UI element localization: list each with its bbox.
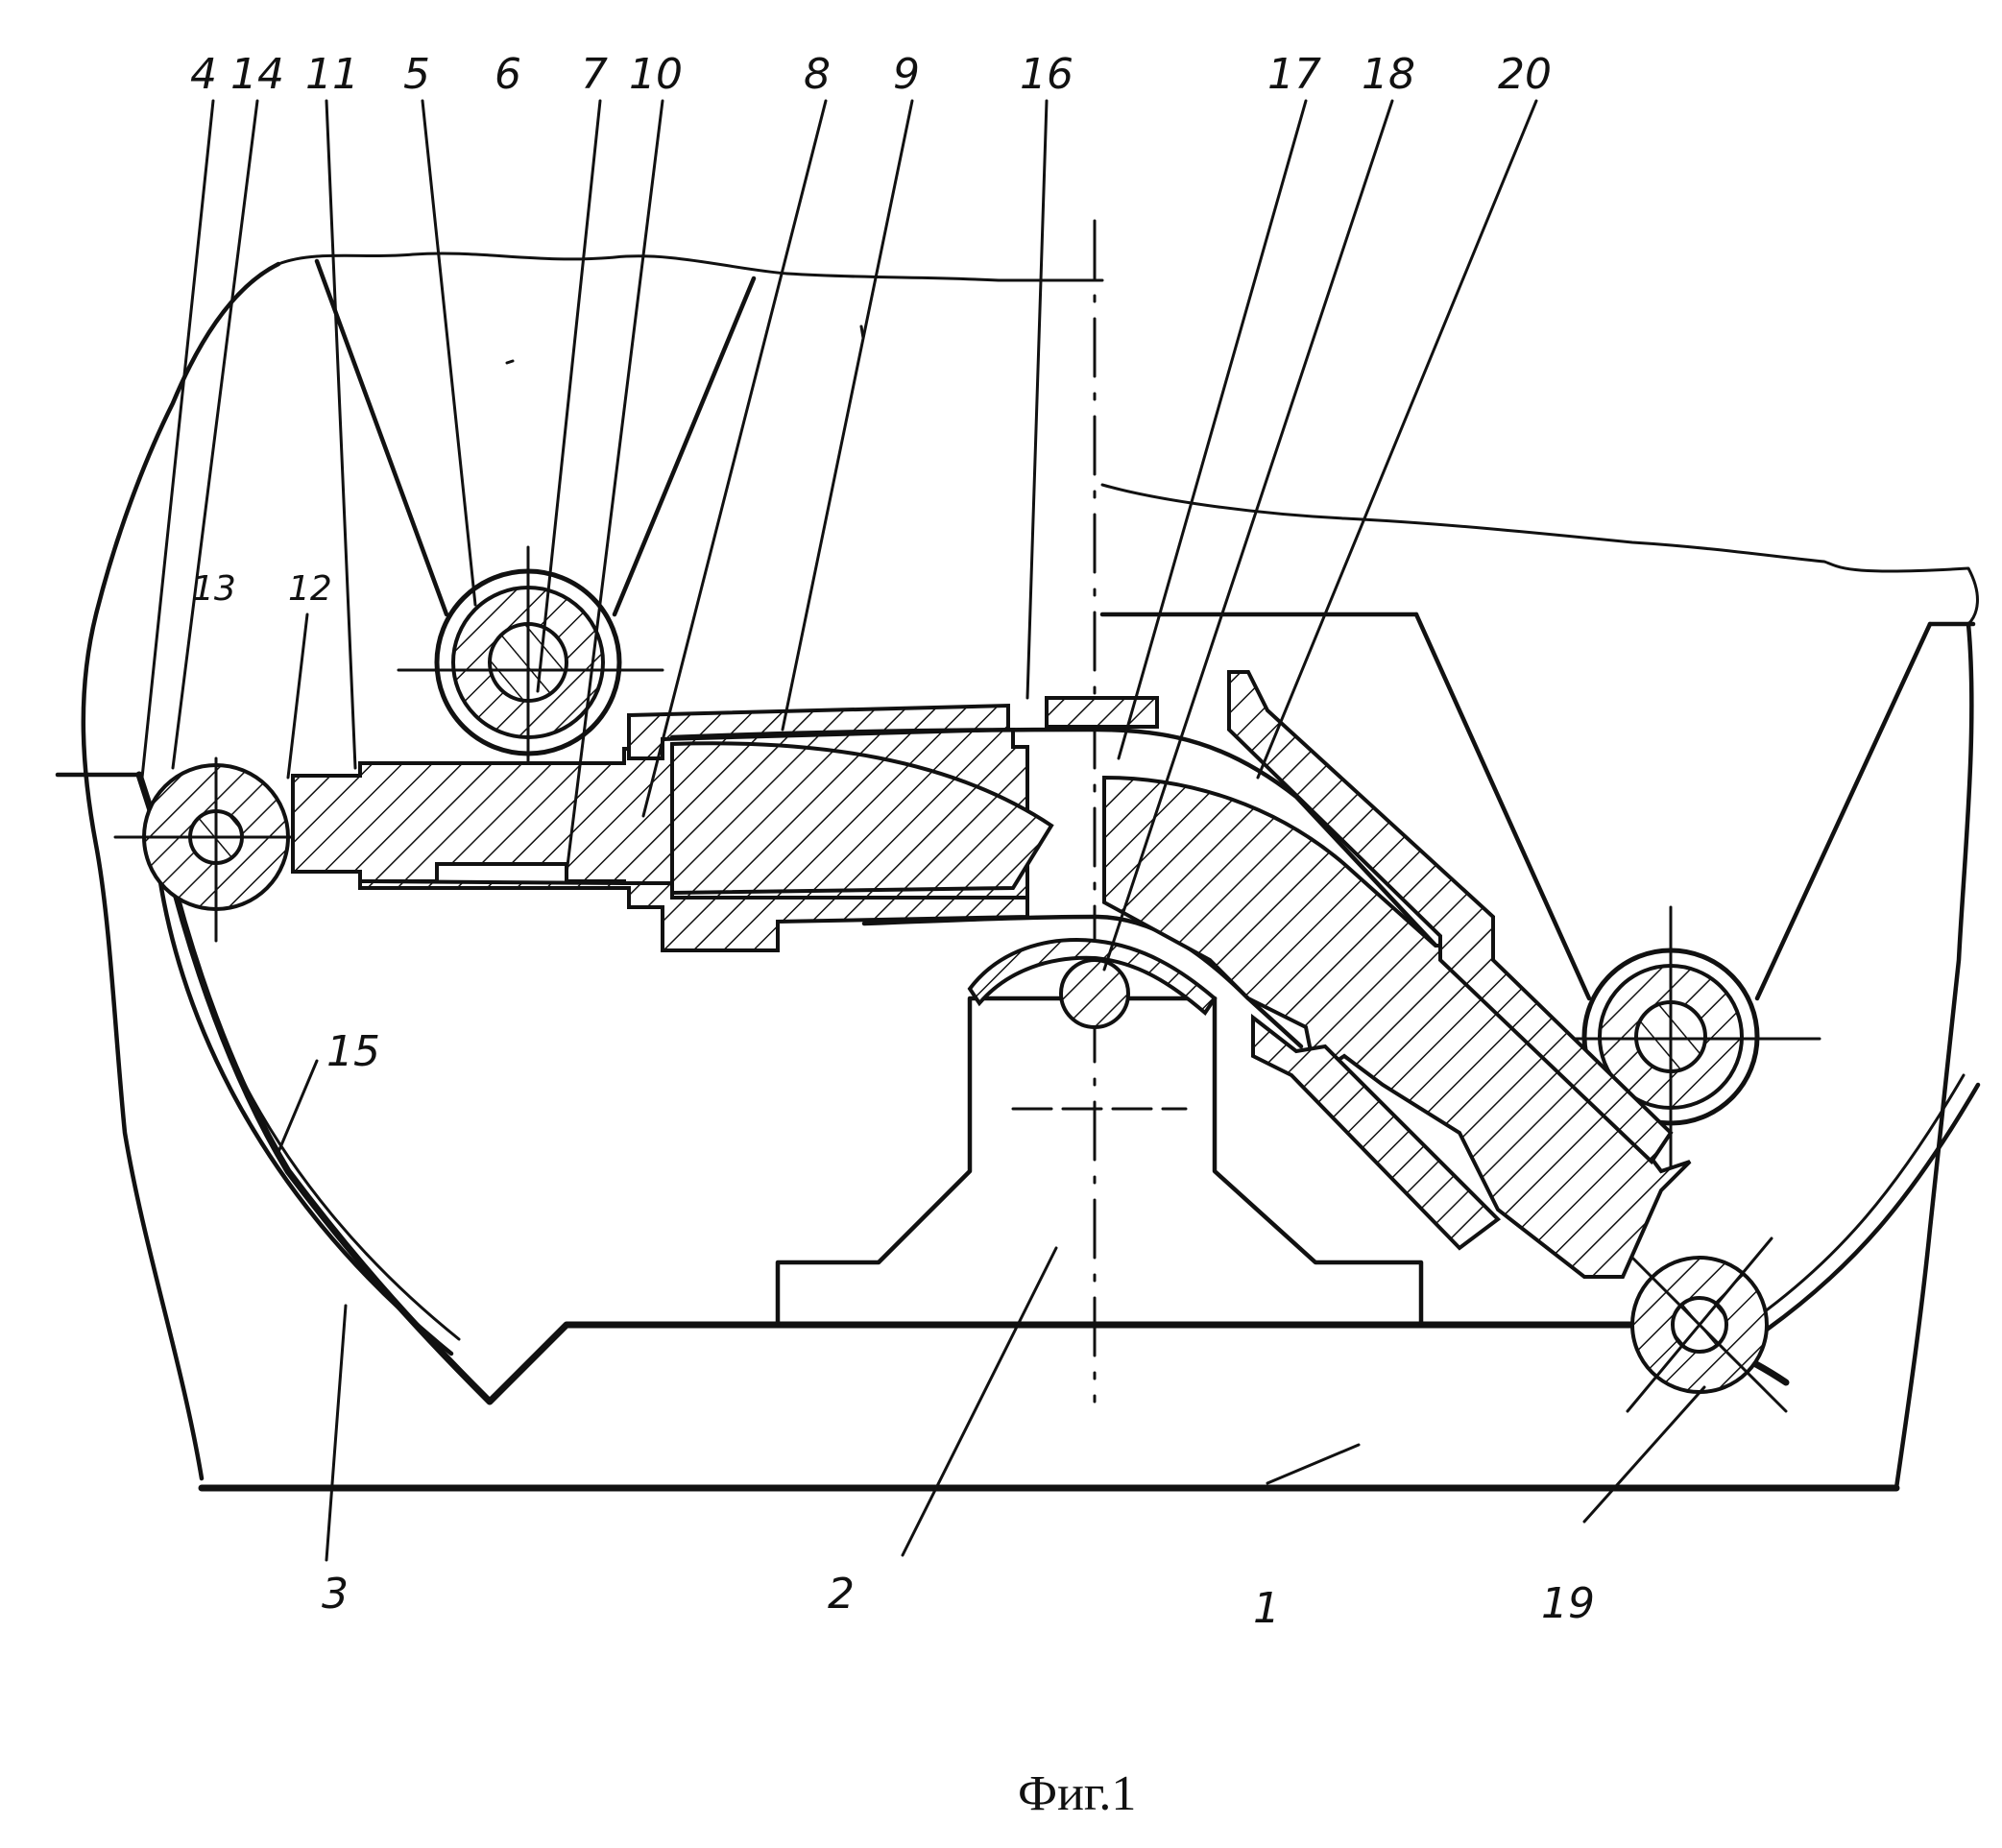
label-3: 3	[322, 1570, 349, 1619]
label-12: 12	[288, 569, 332, 609]
label-14: 14	[230, 50, 284, 99]
small-roller-18	[1061, 960, 1128, 1027]
label-8: 8	[804, 50, 831, 99]
label-area-marks	[507, 326, 863, 363]
upper-roller-5	[398, 547, 663, 768]
label-13: 13	[192, 569, 236, 609]
plate-16	[1047, 698, 1157, 727]
label-17: 17	[1267, 50, 1321, 99]
label-7: 7	[581, 50, 608, 99]
label-5: 5	[403, 50, 430, 99]
outer-contour-right	[1896, 624, 1971, 1488]
pivot-roller-19	[1623, 1238, 1786, 1411]
label-19: 19	[1541, 1579, 1595, 1628]
label-18: 18	[1362, 50, 1415, 99]
label-15: 15	[326, 1027, 380, 1076]
label-10: 10	[629, 50, 683, 99]
label-6: 6	[494, 50, 521, 99]
label-1: 1	[1253, 1584, 1280, 1633]
label-2: 2	[828, 1570, 855, 1619]
figure-caption: Фиг.1	[1018, 1766, 1136, 1821]
top-right-broken-line	[1102, 485, 1977, 624]
top-broken-line	[278, 253, 1102, 280]
label-16: 16	[1020, 50, 1073, 99]
label-9: 9	[893, 50, 920, 99]
label-11: 11	[305, 50, 359, 99]
label-4: 4	[190, 50, 217, 99]
label-20: 20	[1498, 50, 1552, 99]
